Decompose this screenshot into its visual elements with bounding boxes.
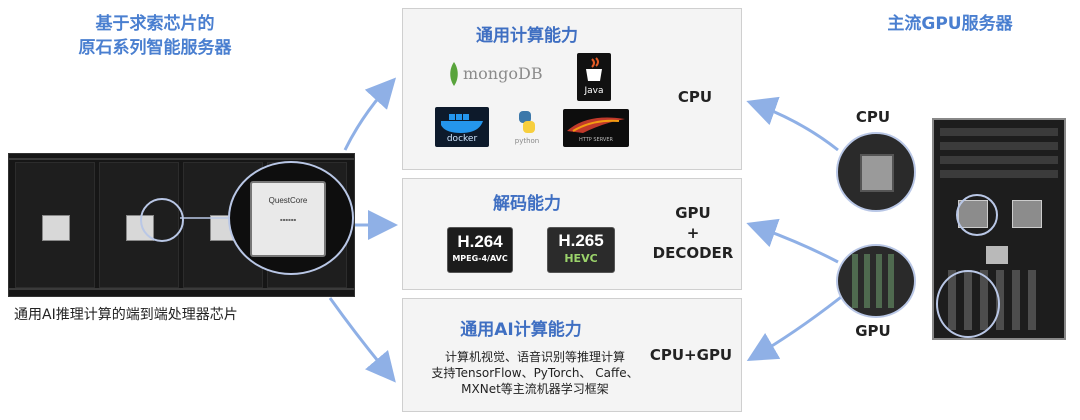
arrow-right-cpu-to-general xyxy=(746,96,839,152)
python-snake-icon xyxy=(519,111,535,133)
arrow-left-to-ai xyxy=(328,297,396,383)
server-row xyxy=(940,142,1058,150)
docker-logo: docker xyxy=(435,107,489,147)
server-cpu xyxy=(1012,200,1042,228)
cpu-closeup-photo xyxy=(836,132,916,212)
server-pcie-slot xyxy=(996,270,1004,330)
http-server-text: HTTP SERVER xyxy=(579,137,613,143)
gpu-slot xyxy=(852,254,858,308)
questcore-chip: QuestCore ▪▪▪▪▪▪ xyxy=(250,181,326,257)
zoom-connector xyxy=(180,217,233,219)
server-row xyxy=(940,170,1058,178)
ai-desc-line3: MXNet等主流机器学习框架 xyxy=(461,382,609,396)
http-server-logo: HTTP SERVER xyxy=(563,109,629,147)
box-general-title: 通用计算能力 xyxy=(476,26,578,46)
server-row xyxy=(940,128,1058,136)
ai-desc-line1: 计算机视觉、语音识别等推理计算 xyxy=(444,350,625,364)
box-decode-label: GPU + DECODER xyxy=(643,203,743,263)
left-title-line2: 原石系列智能服务器 xyxy=(78,38,232,58)
left-title: 基于求索芯片的 原石系列智能服务器 xyxy=(40,12,270,60)
board-trace xyxy=(9,158,354,160)
python-text: python xyxy=(514,137,540,145)
box-ai-description: 计算机视觉、语音识别等推理计算 支持TensorFlow、PyTorch、 Ca… xyxy=(419,349,651,397)
arrow-right-gpu-to-ai xyxy=(746,288,851,362)
box-general-compute: 通用计算能力 mongoDB Java docker python xyxy=(402,8,742,170)
box-decode: 解码能力 H.264 MPEG-4/AVC H.265 HEVC GPU + D… xyxy=(402,178,742,290)
cpu-socket xyxy=(860,154,894,192)
right-gpu-label: GPU xyxy=(855,322,891,340)
decode-label-line3: DECODER xyxy=(652,244,734,262)
h264-badge: H.264 MPEG-4/AVC xyxy=(447,227,513,273)
chip-zoom-circle: QuestCore ▪▪▪▪▪▪ xyxy=(228,161,354,275)
mini-chip xyxy=(42,215,70,241)
mongodb-logo: mongoDB xyxy=(447,61,577,87)
right-cpu-label: CPU xyxy=(855,108,891,126)
left-title-line1: 基于求索芯片的 xyxy=(95,14,215,34)
box-ai-label: CPU+GPU xyxy=(649,346,733,364)
gpu-slot xyxy=(888,254,894,308)
board-module xyxy=(15,162,95,288)
gpu-slot xyxy=(864,254,870,308)
h264-sub: MPEG-4/AVC xyxy=(452,254,508,263)
right-title: 主流GPU服务器 xyxy=(887,14,1013,34)
java-logo: Java xyxy=(577,53,611,101)
box-ai-title: 通用AI计算能力 xyxy=(460,320,582,340)
apache-feather-icon xyxy=(567,117,625,133)
chip-brand-label: QuestCore xyxy=(268,196,308,205)
docker-whale-icon xyxy=(441,114,483,133)
decode-label-line2: + xyxy=(686,224,700,242)
h265-badge: H.265 HEVC xyxy=(547,227,615,273)
mongodb-leaf-icon xyxy=(450,62,458,86)
mongodb-text: mongoDB xyxy=(463,64,543,83)
h265-main: H.265 xyxy=(558,231,604,250)
box-ai-compute: 通用AI计算能力 计算机视觉、语音识别等推理计算 支持TensorFlow、Py… xyxy=(402,298,742,412)
board-trace xyxy=(9,288,354,290)
java-cup-icon xyxy=(586,57,602,81)
h264-main: H.264 xyxy=(457,232,503,251)
server-cpu-highlight xyxy=(956,194,998,236)
box-general-label: CPU xyxy=(677,88,713,106)
arrow-right-gpu-to-decode xyxy=(746,218,839,264)
gpu-server-photo xyxy=(932,118,1066,340)
server-pcie-slot xyxy=(1012,270,1020,330)
server-pcie-slot xyxy=(1028,270,1036,330)
python-logo: python xyxy=(511,109,543,149)
chip-marking: ▪▪▪▪▪▪ xyxy=(279,217,297,222)
docker-text: docker xyxy=(446,134,478,144)
java-text: Java xyxy=(584,86,604,96)
gpu-closeup-photo xyxy=(836,244,916,318)
server-gpu-highlight xyxy=(936,270,1000,338)
server-row xyxy=(940,156,1058,164)
gpu-slot xyxy=(876,254,882,308)
left-caption: 通用AI推理计算的端到端处理器芯片 xyxy=(14,307,238,323)
decode-label-line1: GPU xyxy=(675,204,711,222)
h265-sub: HEVC xyxy=(564,252,598,265)
server-chip xyxy=(986,246,1008,264)
box-decode-title: 解码能力 xyxy=(493,194,561,214)
ai-desc-line2: 支持TensorFlow、PyTorch、 Caffe、 xyxy=(431,366,639,380)
chip-highlight-circle xyxy=(140,198,184,242)
arrow-left-to-general xyxy=(343,77,397,151)
